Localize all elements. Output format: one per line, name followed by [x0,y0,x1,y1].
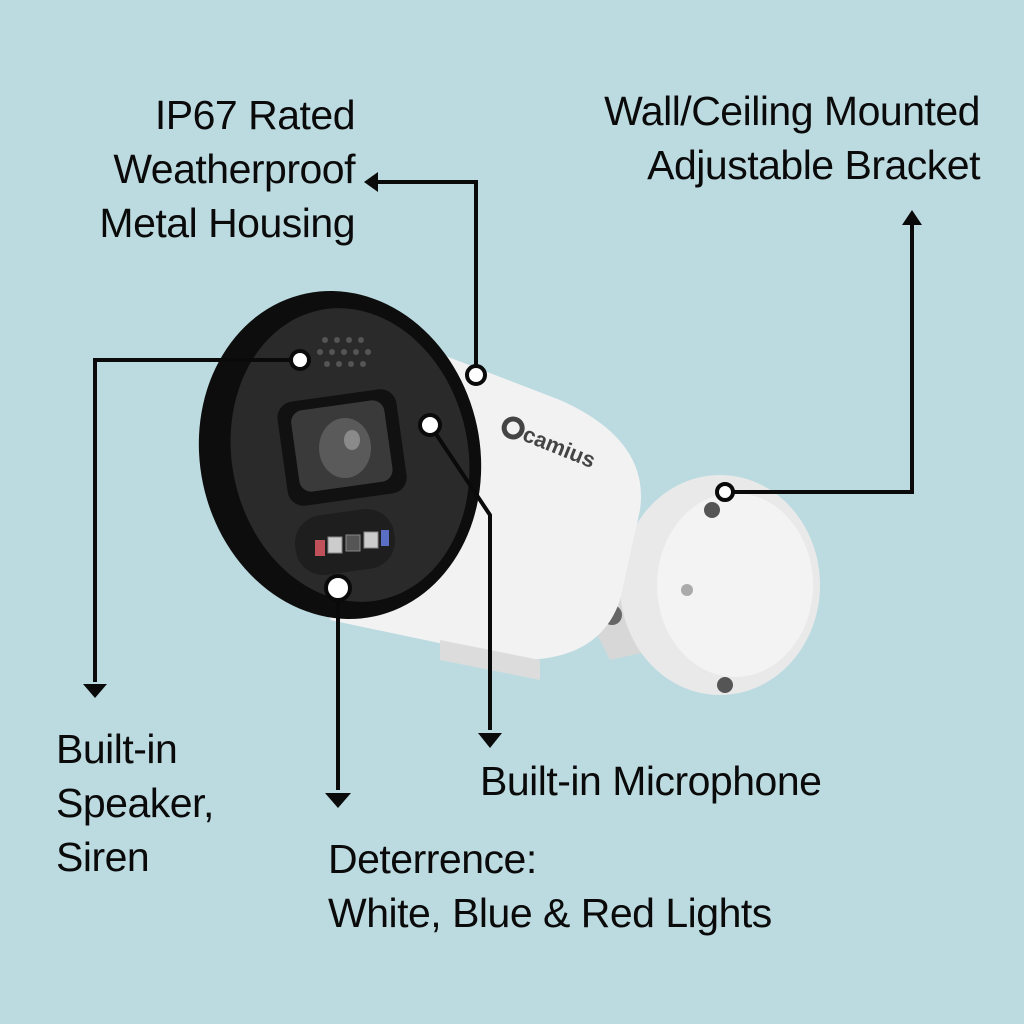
speaker-label: Built-in Speaker, Siren [56,726,214,881]
callout-lines [93,180,914,790]
bracket-callout-line [725,222,914,494]
microphone-label: Built-in Microphone [480,758,822,804]
housing-callout-line [375,180,478,375]
deterrence-callout-dot [324,574,352,602]
microphone-callout-line [428,423,492,730]
housing-callout-dot [465,364,487,386]
bracket-label: Wall/Ceiling Mounted Adjustable Bracket [604,88,980,189]
bracket-callout-dot [715,482,735,502]
speaker-callout-dot [289,349,311,371]
microphone-callout-dot [418,413,442,437]
camera-body [198,291,641,680]
speaker-callout-line [93,358,300,682]
housing-label: IP67 Rated Weatherproof Metal Housing [99,92,355,247]
deterrence-label: Deterrence: White, Blue & Red Lights [328,836,772,937]
